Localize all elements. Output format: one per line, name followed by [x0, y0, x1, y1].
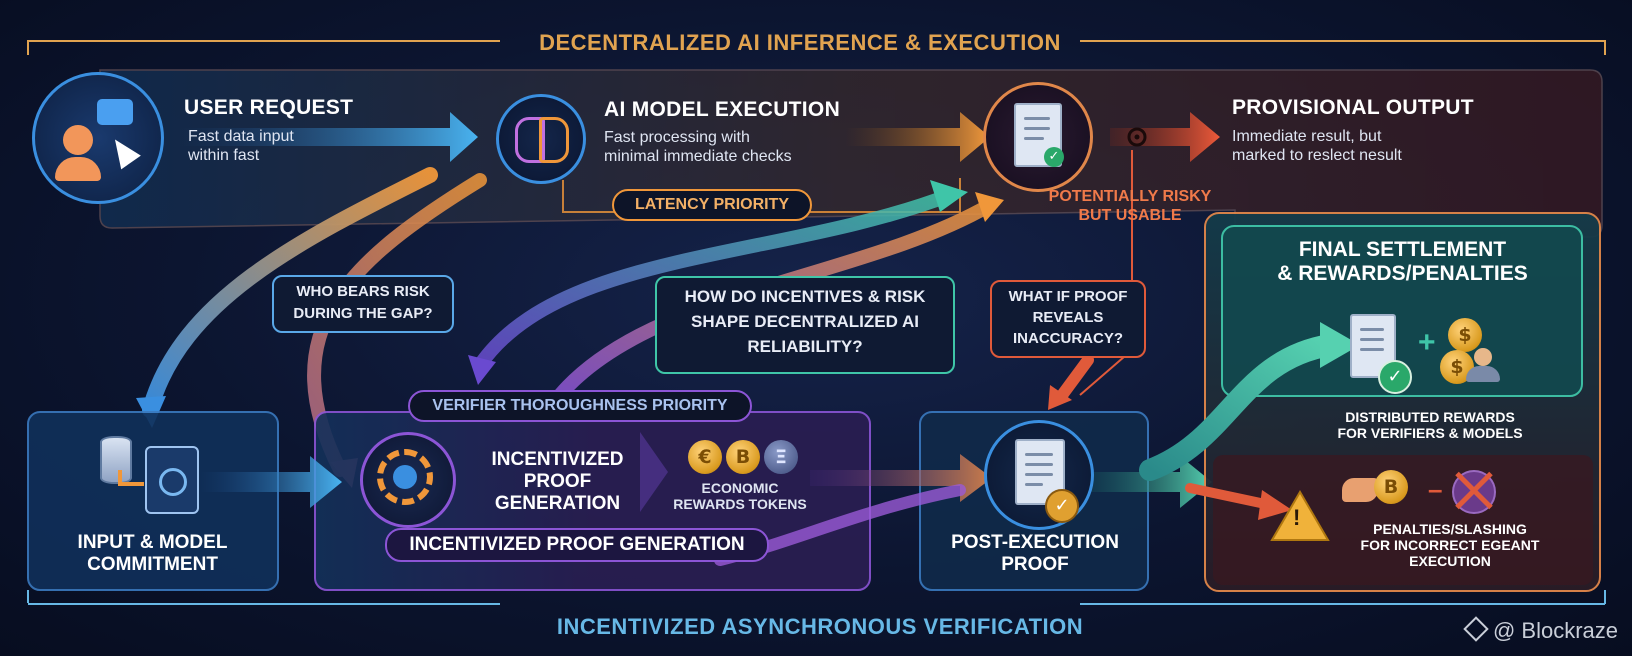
watermark: @ Blockraze [1463, 616, 1618, 644]
provisional-output-title: PROVISIONAL OUTPUT [1232, 96, 1474, 119]
verifier-thoroughness-pill: VERIFIER THOROUGHNESS PRIORITY [408, 390, 752, 422]
database-icon [100, 436, 132, 484]
settlement-title-line2: & REWARDS/PENALTIES [1277, 262, 1528, 285]
proof-gen-line3: GENERATION [494, 493, 621, 514]
proof-document-icon [1015, 439, 1065, 505]
diagram-title: DECENTRALIZED AI INFERENCE & EXECUTION [539, 30, 1061, 55]
post-proof-line1: POST-EXECUTION [951, 532, 1119, 553]
question-proof-reveal: WHAT IF PROOF REVEALS INACCURACY? [990, 280, 1146, 358]
latency-priority-pill: LATENCY PRIORITY [612, 189, 812, 221]
euro-coin-icon: € [688, 440, 722, 474]
provisional-output-sub2: marked to reslect nesult [1232, 147, 1402, 164]
penalties-line1: PENALTIES/SLASHING [1373, 521, 1527, 537]
question-incentives-line3: RELIABILITY? [747, 337, 863, 356]
cursor-icon [105, 132, 141, 170]
penalties-line3: EXECUTION [1409, 553, 1491, 569]
ai-execution-sub1: Fast processing with [604, 129, 750, 146]
question-risk-gap: WHO BEARS RISK DURING THE GAP? [272, 275, 454, 333]
ai-brain-icon [496, 94, 586, 184]
provisional-output-sub1: Immediate result, but [1232, 128, 1382, 145]
user-request-title: USER REQUEST [184, 96, 354, 119]
distributed-line1: DISTRIBUTED REWARDS [1345, 409, 1515, 425]
commit-arrow-icon [118, 470, 144, 486]
question-incentives-line1: HOW DO INCENTIVES & RISK [684, 287, 926, 306]
risky-note-line2: BUT USABLE [1078, 207, 1182, 224]
question-incentives: HOW DO INCENTIVES & RISK SHAPE DECENTRAL… [655, 276, 955, 374]
proof-gear-icon [360, 432, 456, 528]
user-request-sub2: within fast [188, 147, 260, 164]
watermark-text: @ Blockraze [1492, 618, 1618, 643]
diamond-logo-icon [1463, 616, 1489, 642]
gear-icon [377, 449, 433, 505]
check-icon: ✓ [1044, 147, 1064, 167]
slashed-token-icon [1452, 470, 1496, 514]
verifier-body-icon [1466, 366, 1500, 382]
warning-icon [1270, 490, 1330, 541]
verifier-person-icon [1474, 348, 1492, 366]
commitment-line1: INPUT & MODEL [77, 532, 228, 553]
plus-sign: + [1418, 326, 1436, 359]
distributed-line2: FOR VERIFIERS & MODELS [1337, 425, 1523, 441]
ai-execution-title: AI MODEL EXECUTION [604, 98, 841, 121]
chat-bubble-icon [97, 99, 133, 125]
question-proof-reveal-line1: WHAT IF PROOF [1008, 288, 1128, 305]
question-proof-reveal-line3: INACCURACY? [1013, 330, 1123, 347]
penalty-bitcoin-icon: B [1374, 470, 1408, 504]
hand-icon [1342, 478, 1378, 502]
question-incentives-line2: SHAPE DECENTRALIZED AI [691, 312, 919, 331]
settlement-dollar-coin-top: $ [1448, 318, 1482, 352]
proof-gen-line1: INCENTIVIZED [491, 449, 624, 470]
question-proof-reveal-line2: REVEALS [1032, 309, 1104, 326]
user-request-icon [32, 72, 164, 204]
proof-gen-chevron [640, 432, 668, 512]
diagram-footer-title: INCENTIVIZED ASYNCHRONOUS VERIFICATION [556, 614, 1084, 639]
ai-execution-sub2: minimal immediate checks [604, 148, 792, 165]
post-proof-doc-icon: ✓ [984, 420, 1094, 530]
warning-mark: ! [1293, 505, 1301, 530]
provisional-doc-icon: ✓ [983, 82, 1093, 192]
proof-gen-line2: PROOF [523, 471, 592, 492]
rewards-line2: REWARDS TOKENS [673, 496, 807, 512]
post-proof-line2: PROOF [1001, 554, 1069, 575]
ethereum-coin-icon: Ξ [764, 440, 798, 474]
question-risk-gap-line1: WHO BEARS RISK [296, 283, 430, 300]
user-request-sub1: Fast data input [188, 128, 294, 145]
bitcoin-coin-icon: B [726, 440, 760, 474]
settlement-check-icon: ✓ [1378, 360, 1412, 394]
user-avatar-icon [63, 125, 93, 155]
brain-left-icon [515, 117, 545, 163]
risky-note-line1: POTENTIALLY RISKY [1048, 188, 1212, 205]
model-window-icon [145, 446, 199, 514]
question-risk-gap-line2: DURING THE GAP? [293, 305, 433, 322]
settlement-title-line1: FINAL SETTLEMENT [1298, 238, 1507, 261]
incentivized-proof-pill: INCENTIVIZED PROOF GENERATION [385, 528, 769, 562]
user-body-icon [55, 157, 101, 181]
brain-right-icon [539, 117, 569, 163]
proof-check-icon: ✓ [1045, 489, 1079, 523]
minus-sign: – [1428, 474, 1443, 504]
chip-icon [159, 468, 187, 496]
brain-chip-icon [393, 465, 417, 489]
rewards-line1: ECONOMIC [701, 480, 779, 496]
penalties-line2: FOR INCORRECT EGEANT [1360, 537, 1540, 553]
commitment-line2: COMMITMENT [87, 554, 218, 575]
